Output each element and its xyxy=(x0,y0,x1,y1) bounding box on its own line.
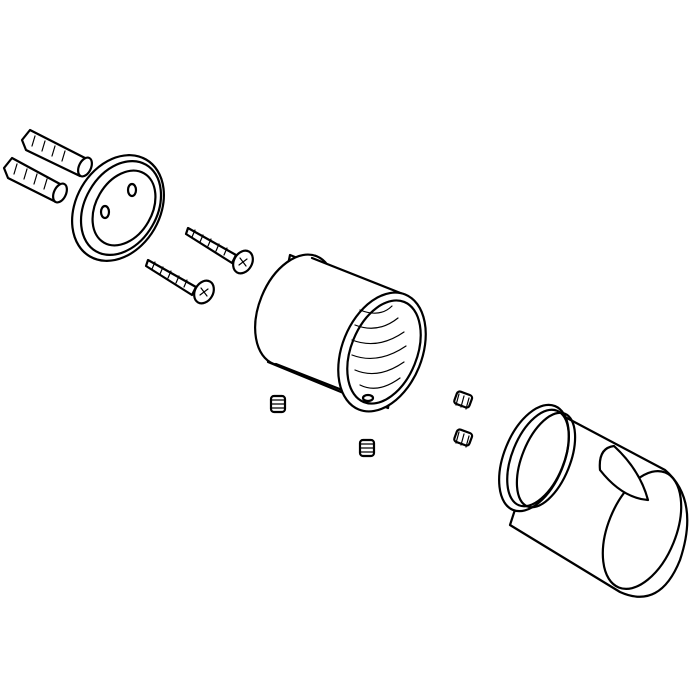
mounting-screw-lower xyxy=(144,258,215,305)
mounting-screw-upper xyxy=(184,226,254,275)
wall-plug-upper xyxy=(20,128,93,178)
grub-screw-4 xyxy=(453,428,474,448)
grub-screw-1 xyxy=(269,394,287,414)
wall-flange xyxy=(70,154,166,262)
sleeve xyxy=(254,253,427,413)
grub-screw-3 xyxy=(453,390,474,410)
wall-plug-lower xyxy=(2,156,68,204)
grub-screw-2 xyxy=(358,438,376,458)
handle-knob xyxy=(498,403,689,598)
